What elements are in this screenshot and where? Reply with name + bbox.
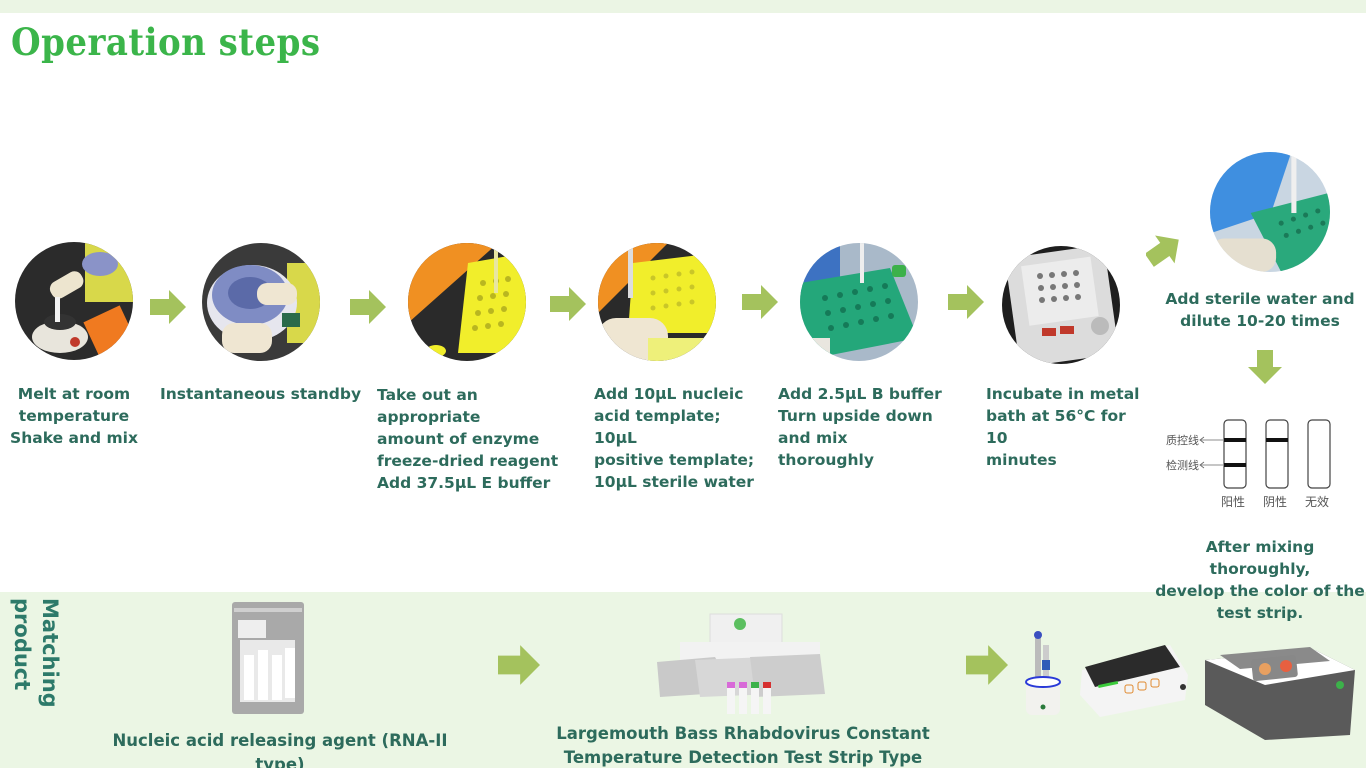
arrow-right-icon bbox=[350, 290, 386, 324]
step-1-text: Melt at room temperature Shake and mix bbox=[10, 385, 138, 447]
metal-bath-photo bbox=[1002, 246, 1120, 364]
arrow-right-icon bbox=[150, 290, 186, 324]
step-8-text: After mixing thoroughly, develop the col… bbox=[1155, 538, 1365, 622]
matching-product-label: Matching product bbox=[10, 598, 62, 708]
arrow-right-icon bbox=[550, 287, 586, 321]
arrow-down-icon bbox=[1248, 350, 1282, 384]
strip-label-control-line: 质控线 bbox=[1166, 433, 1199, 447]
arrow-right-icon bbox=[498, 645, 540, 685]
strip-result-positive: 阳性 bbox=[1221, 495, 1245, 509]
reagent-rack-photo bbox=[408, 243, 526, 361]
dilution-photo bbox=[1210, 152, 1330, 272]
centrifuge-photo bbox=[202, 243, 320, 361]
strip-result-negative: 阴性 bbox=[1263, 495, 1287, 509]
detection-kit-photo: AF bbox=[655, 612, 827, 718]
arrow-right-icon bbox=[742, 285, 778, 319]
page-title: Operation steps bbox=[11, 20, 321, 64]
releasing-agent-bag-photo bbox=[230, 600, 306, 716]
instruments-photo bbox=[1020, 625, 1360, 740]
step-2-text: Instantaneous standby bbox=[160, 385, 362, 403]
test-strip-diagram: 质控线 检测线 阳性 阴性 无效 bbox=[1160, 410, 1360, 520]
arrow-right-icon bbox=[966, 645, 1008, 685]
vortex-mixer-photo bbox=[15, 242, 133, 360]
top-band bbox=[0, 0, 1366, 13]
arrow-up-right-icon bbox=[1146, 233, 1182, 267]
product-2-caption: Largemouth Bass Rhabdovirus Constant Tem… bbox=[556, 724, 930, 767]
step-3-text: Take out an appropriate amount of enzyme… bbox=[377, 386, 559, 492]
green-rack-photo bbox=[800, 243, 918, 361]
step-7-text: Add sterile water and dilute 10-20 times bbox=[1165, 290, 1355, 330]
strip-label-test-line: 检测线 bbox=[1166, 458, 1199, 472]
product-1-caption: Nucleic acid releasing agent (RNA-II typ… bbox=[112, 731, 448, 768]
step-4-text: Add 10μL nucleic acid template; 10μL pos… bbox=[594, 385, 755, 491]
arrow-right-icon bbox=[948, 285, 984, 319]
strip-result-invalid: 无效 bbox=[1305, 494, 1329, 509]
step-6-text: Incubate in metal bath at 56°C for 10 mi… bbox=[986, 385, 1140, 469]
step-5-text: Add 2.5μL B buffer Turn upside down and … bbox=[778, 385, 942, 469]
pipette-template-photo bbox=[598, 243, 716, 361]
